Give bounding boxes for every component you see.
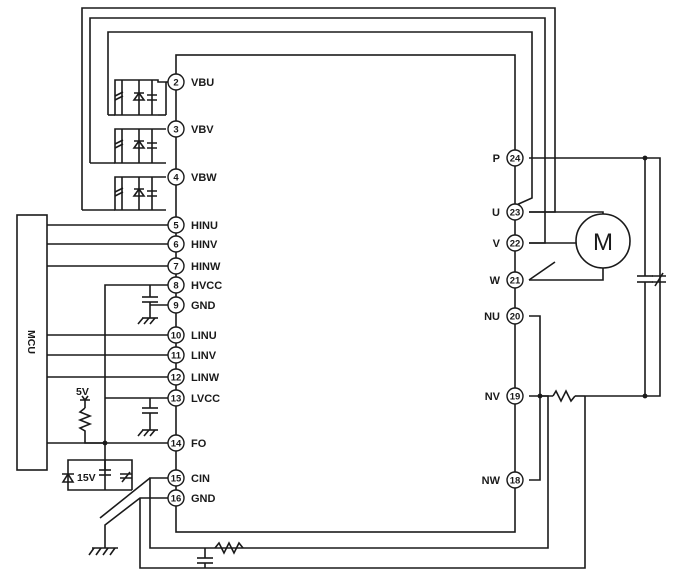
dc-link [529,155,666,399]
svg-text:GND: GND [191,493,216,505]
pin-16: 16 GND [167,489,216,507]
svg-text:13: 13 [171,394,182,405]
svg-text:3: 3 [173,125,178,136]
svg-text:12: 12 [171,373,182,384]
pin-9: 9 GND [167,296,216,314]
motor: M [528,211,631,281]
svg-text:11: 11 [171,351,182,362]
supply-15v-label: 15V [77,472,96,484]
mcu-block [16,214,48,471]
pin-11: 11 LINV [167,346,217,364]
svg-text:21: 21 [510,276,521,287]
svg-text:18: 18 [510,476,521,487]
pin-7: 7 HINW [167,257,221,275]
svg-text:NV: NV [485,391,501,403]
module-body [175,54,516,533]
svg-text:LINU: LINU [191,330,217,342]
svg-text:7: 7 [173,262,178,273]
svg-text:LVCC: LVCC [191,393,220,405]
svg-text:LINW: LINW [191,372,220,384]
pin-13: 13 LVCC [167,389,220,407]
bootstrap-loop-wires [81,7,556,244]
svg-text:2: 2 [173,78,178,89]
svg-text:HINU: HINU [191,220,218,232]
vcc-rail [104,284,168,475]
svg-text:CIN: CIN [191,473,210,485]
svg-text:HVCC: HVCC [191,280,222,292]
motor-label: M [593,229,613,256]
supply-15v: 15V [61,459,133,491]
pin-8: 8 HVCC [167,276,222,294]
svg-text:VBU: VBU [191,77,214,89]
mcu-signal-wires [47,224,168,444]
svg-text:10: 10 [171,331,182,342]
svg-text:GND: GND [191,300,216,312]
pin-3: 3 VBV [167,120,214,138]
pin-22: 22 V [493,234,524,252]
pullup-5v: 5V [76,386,108,446]
pin-10: 10 LINU [167,326,217,344]
pin-12: 12 LINW [167,368,220,386]
svg-text:FO: FO [191,438,207,450]
bootstrap-cap-vbw [82,114,166,211]
svg-text:16: 16 [171,494,182,505]
svg-text:5: 5 [173,221,179,232]
pin-18: 18 NW [482,471,524,489]
svg-text:24: 24 [510,154,521,165]
svg-text:W: W [490,275,501,287]
svg-text:8: 8 [173,281,178,292]
pin-24: 24 P [493,149,524,167]
svg-text:22: 22 [510,239,521,250]
svg-text:20: 20 [510,312,521,323]
svg-text:HINW: HINW [191,261,221,273]
pin-14: 14 FO [167,434,207,452]
mcu-label: MCU [25,330,37,354]
pin-4: 4 VBW [167,168,217,186]
pin-6: 6 HINV [167,235,218,253]
pin-5: 5 HINU [167,216,218,234]
svg-text:23: 23 [510,208,521,219]
pin-21: 21 W [490,271,524,289]
supply-5v-label: 5V [76,386,89,398]
pin-2: 2 VBU [167,73,214,91]
svg-text:NU: NU [484,311,500,323]
svg-text:15: 15 [171,474,182,485]
pin-20: 20 NU [484,307,524,325]
pin-19: 19 NV [485,387,524,405]
svg-text:VBV: VBV [191,124,214,136]
svg-text:NW: NW [482,475,501,487]
svg-text:U: U [492,207,500,219]
svg-text:V: V [493,238,501,250]
svg-text:19: 19 [510,392,521,403]
svg-text:9: 9 [173,301,178,312]
svg-text:LINV: LINV [191,350,217,362]
svg-text:VBW: VBW [191,172,217,184]
svg-text:6: 6 [173,240,178,251]
bootstrap-cap-vbu [114,79,168,116]
svg-text:4: 4 [173,173,179,184]
pin-15: 15 CIN [167,469,210,487]
shunt-resistor [529,315,585,481]
svg-text:P: P [493,153,500,165]
svg-text:14: 14 [171,439,182,450]
svg-text:HINV: HINV [191,239,218,251]
bootstrap-cap-vbv [90,128,166,164]
pin-23: 23 U [492,203,524,221]
